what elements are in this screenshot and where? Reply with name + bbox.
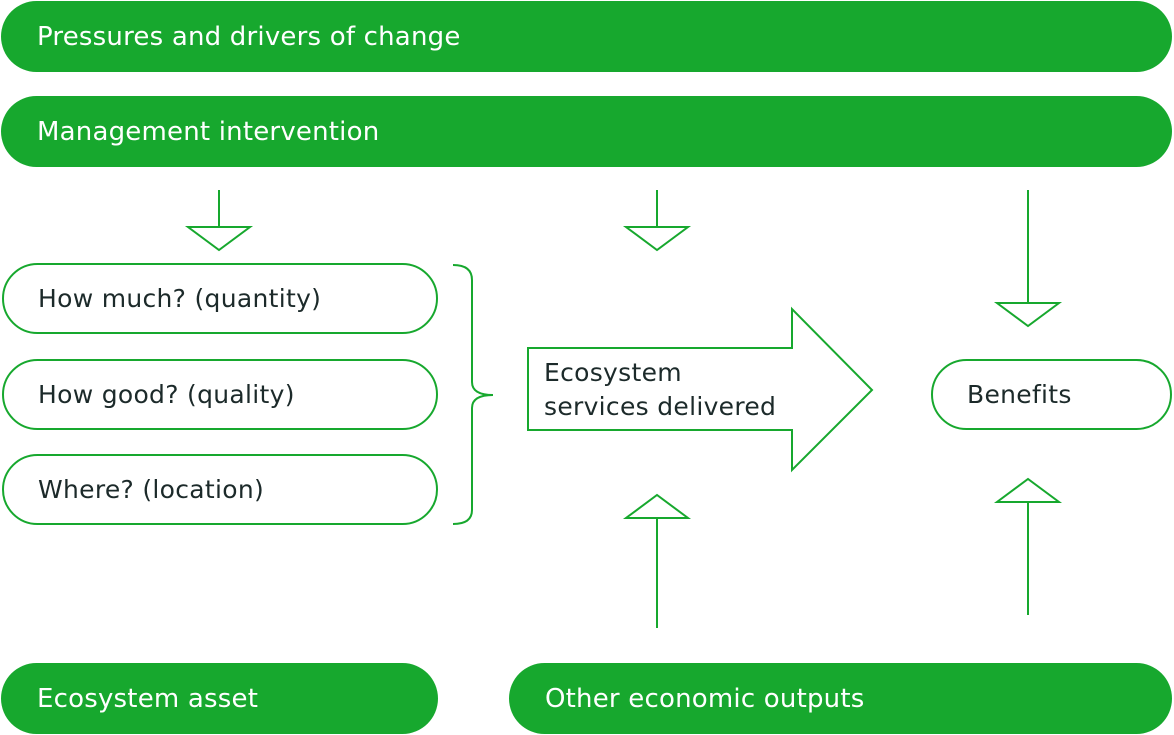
management-bar: Management intervention [1, 96, 1172, 167]
quantity-pill: How much? (quantity) [2, 263, 438, 334]
up-arrow-middle-head [622, 493, 692, 519]
pressures-label: Pressures and drivers of change [37, 21, 461, 52]
benefits-pill: Benefits [931, 359, 1172, 430]
quality-pill: How good? (quality) [2, 359, 438, 430]
services-delivered-label: Ecosystem services delivered [544, 356, 814, 424]
quantity-label: How much? (quantity) [38, 284, 322, 313]
quality-label: How good? (quality) [38, 380, 295, 409]
services-line-2: services delivered [544, 392, 777, 421]
ecosystem-asset-bar: Ecosystem asset [1, 663, 438, 734]
location-label: Where? (location) [38, 475, 265, 504]
services-line-1: Ecosystem [544, 358, 682, 387]
ecosystem-asset-label: Ecosystem asset [37, 683, 259, 714]
pressures-bar: Pressures and drivers of change [1, 1, 1172, 72]
services-delivered-arrow [527, 306, 874, 473]
management-label: Management intervention [37, 116, 380, 147]
benefits-label: Benefits [967, 380, 1072, 409]
down-arrow-middle-head [622, 226, 692, 252]
down-arrow-right-head [993, 302, 1063, 328]
up-arrow-right-head [993, 477, 1063, 503]
other-outputs-label: Other economic outputs [545, 683, 865, 714]
other-outputs-bar: Other economic outputs [509, 663, 1172, 734]
down-arrow-left-head [184, 226, 254, 252]
grouping-brace [452, 264, 494, 525]
location-pill: Where? (location) [2, 454, 438, 525]
